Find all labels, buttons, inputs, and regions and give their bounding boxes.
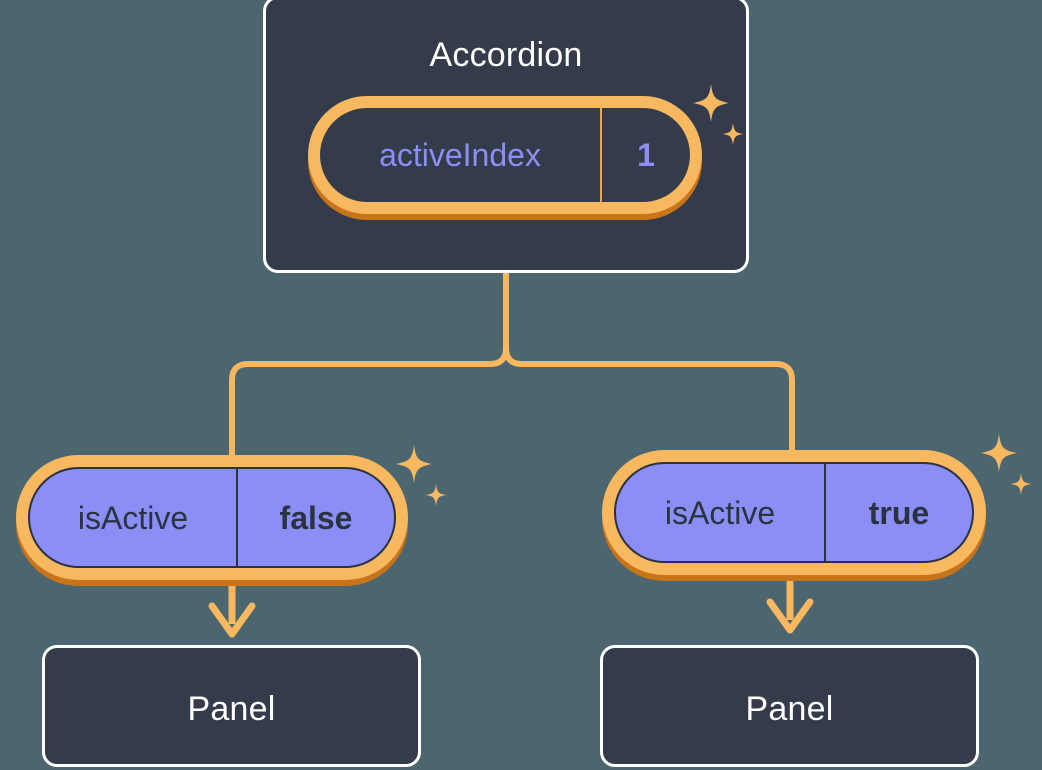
pill-inner: isActive true xyxy=(614,462,974,563)
node-accordion-label: Accordion xyxy=(429,36,583,74)
node-panel-right-label: Panel xyxy=(745,690,834,728)
pill-inner: isActive false xyxy=(28,467,396,568)
connector-root-to-left xyxy=(229,269,509,463)
prop-value-is-active-right: true xyxy=(868,494,930,531)
connector-root-to-right xyxy=(503,269,795,458)
prop-pill-is-active-true[interactable]: isActive true xyxy=(602,450,986,581)
prop-name-is-active-right: isActive xyxy=(616,464,826,561)
prop-value-active-index: 1 xyxy=(637,137,655,173)
pill-inner: activeIndex 1 xyxy=(320,108,690,202)
node-panel-left[interactable]: Panel xyxy=(42,645,421,767)
node-panel-right[interactable]: Panel xyxy=(600,645,979,767)
prop-name-is-active-left: isActive xyxy=(30,469,238,566)
sparkle-icon-is-active-right xyxy=(978,432,1036,507)
arrow-down-icon-left xyxy=(208,578,256,638)
prop-value-is-active-left: false xyxy=(279,499,353,536)
prop-pill-is-active-false[interactable]: isActive false xyxy=(16,455,408,586)
prop-name-active-index: activeIndex xyxy=(320,108,602,202)
node-panel-left-label: Panel xyxy=(187,690,276,728)
prop-pill-active-index[interactable]: activeIndex 1 xyxy=(308,96,702,220)
